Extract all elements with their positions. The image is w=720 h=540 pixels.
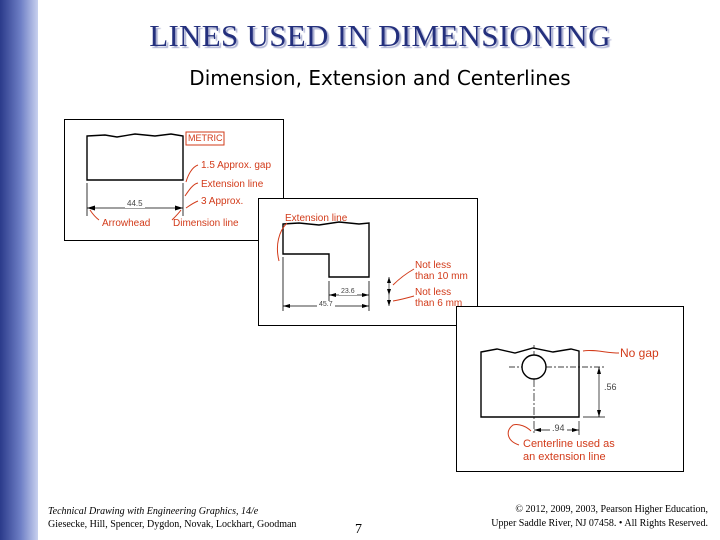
slide-subtitle: Dimension, Extension and Centerlines — [189, 66, 571, 90]
label-extension-line: Extension line — [201, 179, 264, 190]
copyright-line1: © 2012, 2009, 2003, Pearson Higher Educa… — [515, 504, 708, 515]
figure1-drawing — [86, 131, 225, 221]
label-not-less-10-line1: Not less — [415, 260, 452, 271]
dimension-vertical: .56 — [603, 382, 618, 392]
dimension-outer: 45.7 — [317, 301, 335, 308]
label-not-less-6-line2: than 6 mm — [415, 298, 463, 309]
footer-copyright: © 2012, 2009, 2003, Pearson Higher Educa… — [491, 503, 708, 531]
dimension-horizontal: .94 — [550, 423, 567, 433]
footer-citation: Technical Drawing with Engineering Graph… — [48, 505, 296, 531]
slide-title: LINES USED IN DIMENSIONING — [149, 18, 611, 53]
label-not-less-10-line2: than 10 mm — [415, 271, 468, 282]
label-centerline-line1: Centerline used as — [523, 438, 615, 450]
dimension-inner: 23.6 — [339, 288, 357, 295]
label-dimension-line: Dimension line — [173, 218, 239, 229]
label-not-less-6-line1: Not less — [415, 287, 452, 298]
dimension-value: 44.5 — [125, 199, 145, 208]
label-gap: 1.5 Approx. gap — [201, 160, 272, 171]
label-approx: 3 Approx. — [201, 196, 244, 207]
label-no-gap: No gap — [620, 346, 659, 360]
copyright-line2: Upper Saddle River, NJ 07458. • All Righ… — [491, 518, 708, 529]
figure2-drawing — [276, 221, 415, 311]
figure-centerline: No gap Centerline used as an extension l… — [456, 306, 684, 472]
slide-side-bar — [0, 0, 38, 540]
metric-badge: METRIC — [188, 133, 223, 143]
figure-extension-spacing: Extension line Not less than 10 mm Not l… — [258, 198, 478, 326]
footer-book-title: Technical Drawing with Engineering Graph… — [48, 506, 259, 517]
label-arrowhead: Arrowhead — [102, 218, 151, 229]
label-centerline-line2: an extension line — [523, 451, 606, 463]
label-extension-line-2: Extension line — [285, 213, 348, 224]
figure3-drawing — [480, 345, 620, 446]
footer-authors: Giesecke, Hill, Spencer, Dygdon, Novak, … — [48, 519, 297, 530]
page-number: 7 — [355, 522, 362, 537]
figure-dimension-basics: METRIC 1.5 Approx. gap Extension line 3 … — [64, 119, 284, 241]
